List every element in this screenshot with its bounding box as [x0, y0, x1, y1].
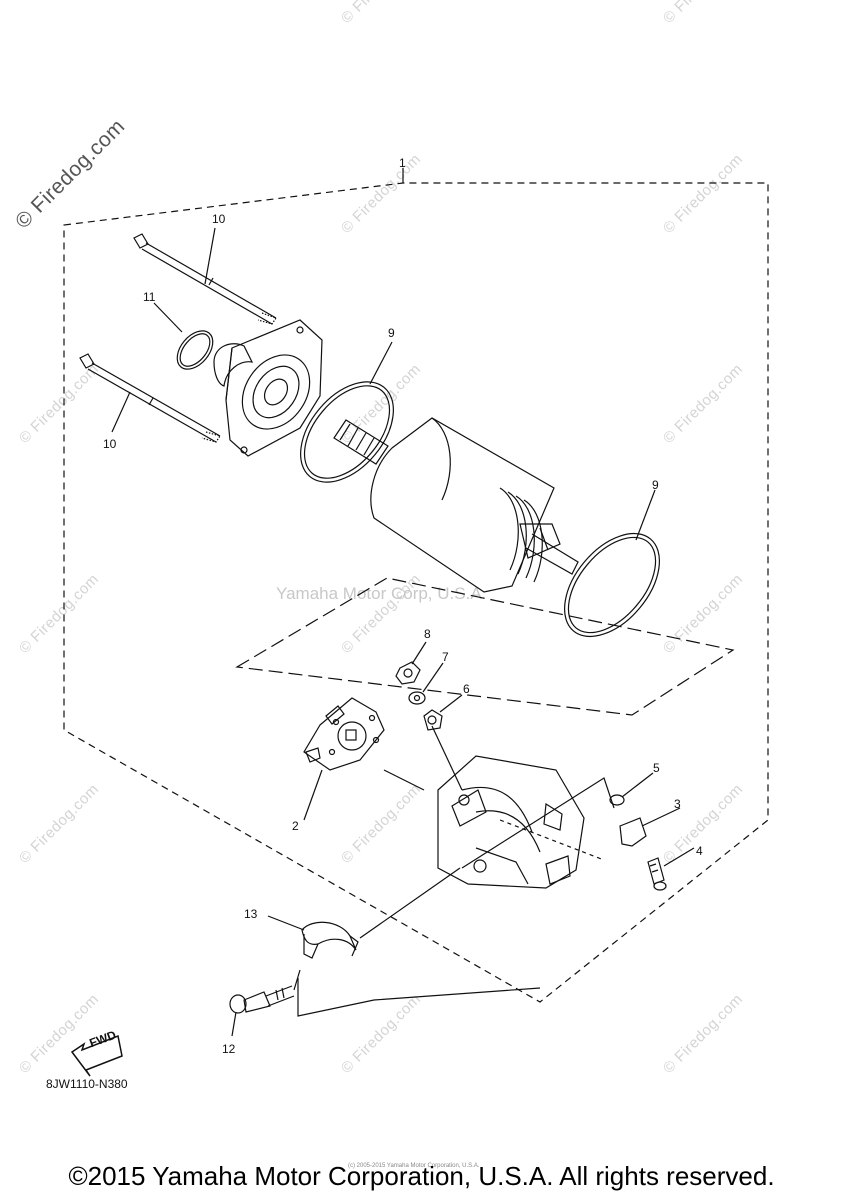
o-ring-11: [176, 330, 214, 370]
front-cover: [213, 319, 323, 457]
through-bolt-lower: [79, 353, 221, 443]
callout-11: 11: [143, 290, 156, 304]
leader-line: [641, 807, 681, 827]
through-bolt-upper: [133, 233, 277, 325]
bolt-12: [229, 985, 295, 1014]
callout-7: 7: [442, 650, 449, 664]
leader-line: [663, 847, 695, 867]
callout-12: 12: [222, 1042, 236, 1056]
washer-5: [609, 794, 625, 806]
washer-7: [408, 691, 426, 705]
assembly-outline: [63, 182, 769, 1003]
callout-3: 3: [674, 797, 681, 811]
callout-13: 13: [244, 907, 258, 921]
diagram-code: 8JW1110-N380: [46, 1077, 128, 1091]
yamaha-center-watermark: Yamaha Motor Corp, U.S.A.: [276, 584, 487, 603]
leader-line: [369, 341, 393, 385]
leader-line: [383, 769, 425, 791]
callout-6: 6: [463, 682, 470, 696]
callout-2: 2: [292, 819, 299, 833]
leader-line: [431, 725, 463, 791]
callout-1: 1: [399, 156, 406, 170]
leader-line: [111, 391, 131, 433]
leader-line: [635, 489, 656, 541]
leader-line: [267, 915, 305, 931]
callout-9-lower: 9: [652, 478, 659, 492]
rear-cover: [437, 755, 605, 889]
o-ring-9-lower: [563, 532, 661, 638]
armature-shaft: [333, 419, 389, 465]
leader-line: [303, 769, 323, 821]
callout-5: 5: [653, 761, 660, 775]
nut-plate-3: [619, 817, 647, 847]
callout-9-upper: 9: [388, 326, 395, 340]
o-ring-9-upper: [300, 381, 394, 483]
copyright-footer: ©2015 Yamaha Motor Corporation, U.S.A. A…: [68, 1161, 775, 1191]
nut-8: [395, 661, 421, 685]
yoke-motor-body: [370, 417, 579, 593]
leader-line: [411, 641, 427, 665]
leader-line: [231, 1011, 237, 1037]
leader-line: [293, 969, 301, 991]
leader-line: [153, 302, 183, 333]
leader-line: [439, 694, 463, 713]
callout-4: 4: [696, 844, 703, 858]
leader-line: [422, 662, 444, 693]
alignment-plane: [235, 577, 735, 716]
callout-10-upper: 10: [212, 212, 226, 226]
clamp-13: [301, 921, 359, 959]
brush-holder-2: [303, 697, 385, 771]
leader-line: [621, 772, 654, 798]
callout-10-lower: 10: [103, 437, 117, 451]
fwd-arrow-icon: [70, 1034, 123, 1077]
washer-6: [423, 709, 443, 731]
leader-line: [204, 227, 216, 285]
tiny-copyright: (c) 2005-2015 Yamaha Motor Corporation, …: [348, 1163, 480, 1169]
callout-8: 8: [424, 627, 431, 641]
bolt-4: [647, 857, 667, 891]
